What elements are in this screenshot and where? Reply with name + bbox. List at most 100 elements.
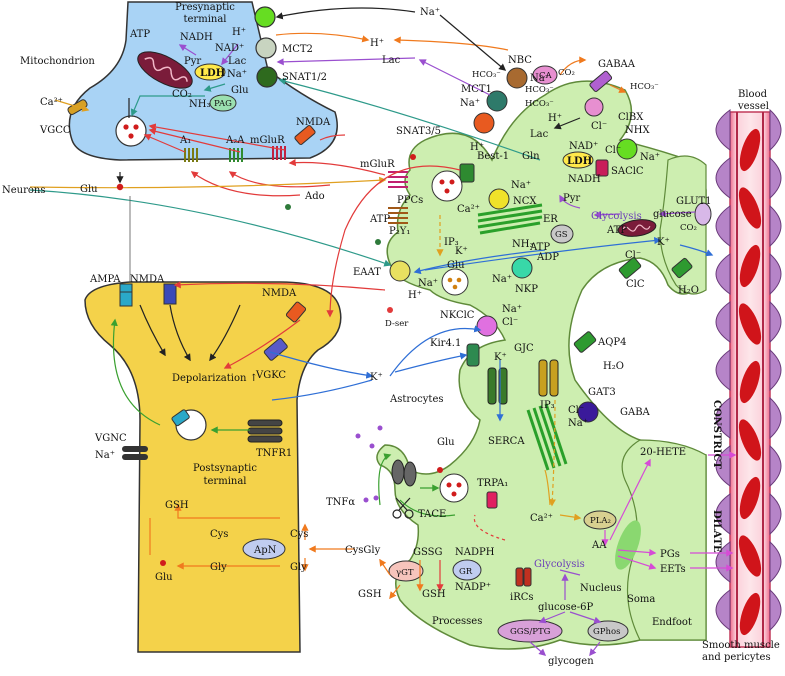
pericyte-cell [715,589,731,631]
constrict-label: CONSTRICT [711,400,722,469]
astro-na-ncx: Na⁺ [511,180,531,191]
nkp-transporter [511,257,533,279]
pericyte-cell [769,492,782,536]
pgs-label: PGs [660,549,680,560]
red-blood-cell [739,592,761,636]
hco3-c: HCO₃⁻ [525,85,554,95]
postsyn-kplus: K⁺ [370,372,383,383]
a1-label: A₁ [179,135,191,146]
aa-label: AA [591,540,607,551]
nmda-side-label: NMDA [262,288,297,299]
pericyte-cell [715,397,731,439]
astro-na-top: Na⁺ [420,7,440,18]
pericyte-cell [769,252,782,296]
presyn-hplus: H⁺ [232,27,246,38]
saclc-channel [595,159,609,177]
apn-enzyme [242,538,286,560]
dilate-label: DILATE [711,510,722,553]
astro-kplus-b: K⁺ [657,237,670,248]
nadph-label: NADPH [455,547,495,558]
tace-scissors [392,497,414,519]
astro-glycolysis: Glycolysis [591,211,642,222]
astro-ldh-text: LDH [567,156,592,167]
nkp-label: NKP [515,284,538,295]
cys-right: Cys [290,529,308,540]
presyn-nmda-label: NMDA [296,117,331,128]
glucose6p-label: glucose-6P [538,602,593,613]
postsyn-channel-small [171,409,190,427]
presyn-naplus: Na⁺ [227,69,247,80]
synapse-dser: D-ser [385,319,409,329]
presyn-title-1: Presynaptic [175,2,235,13]
postsyn-title-2: terminal [204,476,247,487]
eaat-transporter [389,260,411,282]
pla2-text: PLA₂ [590,516,611,526]
snat35-label: SNAT3/5 [396,126,441,137]
astro-na-gat: Na⁺ [568,418,588,429]
er-label: ER [543,214,558,225]
astro-kplus-a: K⁺ [455,246,468,257]
hco3-b: HCO₃⁻ [630,82,659,92]
gabaa-label: GABAA [598,59,636,70]
red-blood-cell [738,535,762,577]
pericyte-cell [715,349,731,391]
astro-lac2: Lac [530,129,549,140]
glycogen-label: glycogen [548,656,594,667]
postsyn-nmda-receptor-side [285,301,307,323]
gly-right: Gly [290,562,307,573]
snat12-transporter [256,66,278,88]
astro-ca-ncx: Ca²⁺ [457,204,480,215]
clc-channel [618,257,642,279]
best1-label: Best-1 [477,151,509,162]
processes-label: Processes [432,616,482,627]
synapse-atp: ATP [369,214,390,225]
astro-hplus: H⁺ [370,38,384,49]
trpa1-label: TRPA₁ [477,478,508,489]
synapse-glu: Glu [80,184,98,195]
astro-lac: Lac [382,55,401,66]
gphos-text: GPhos [593,627,620,637]
pericyte-cell [715,109,731,151]
red-blood-cell [738,419,762,461]
astro-hplus-small: H⁺ [470,142,484,153]
ircs-label: iRCs [510,592,534,603]
pericyte-cell [715,157,731,199]
clbx-label: ClBX [618,112,644,123]
nmda-top-label: NMDA [130,274,165,285]
presyn-lac: Lac [228,56,247,67]
mct2-transporter [255,37,277,59]
presyn-glu: Glu [231,85,249,96]
astro-cl-b: Cl⁻ [605,145,621,156]
postsyn-gsh: GSH [165,500,189,511]
pericyte-cell [769,588,782,632]
gs-text: GS [555,230,568,240]
vessel-label-2: vessel [737,101,769,112]
astro-pyr: Pyr [563,193,580,204]
astro-ip3: IP₃ [444,237,459,248]
process-gsh: GSH [422,589,446,600]
mct1-label: MCT1 [461,84,492,95]
astro-cl-gat: Cl⁻ [568,405,584,416]
endoplasmic-reticulum [477,203,543,235]
synaptic-vesicle-pre [115,115,147,147]
a1-receptor [184,148,198,162]
astro-atp-mito: ATP [606,225,627,236]
presyn-nadh: NADH [180,32,213,43]
presyn-title-2: terminal [184,14,227,25]
presyn-co2: CO₂ [172,89,192,100]
mglur-pre-receptor [272,146,286,160]
neurons-label: Neurons [2,185,45,196]
ggt-enzyme [388,560,424,582]
synapse-ado: Ado [304,191,325,202]
eets-label: EETs [660,564,686,575]
presyn-ca: Ca²⁺ [40,97,63,108]
pericyte-cell [769,540,782,584]
astro-h-h: H⁺ [548,113,562,124]
pericyte-cell [769,300,782,344]
pericyte-cell [715,301,731,343]
astrocyte-right-foot [659,155,707,295]
pericyte-cell [769,204,782,248]
vgnc-label: VGNC [94,433,127,444]
astro-cl-a: Cl⁻ [591,121,607,132]
labels: Presynaptic terminal Mitochondrion ATP N… [2,2,780,667]
